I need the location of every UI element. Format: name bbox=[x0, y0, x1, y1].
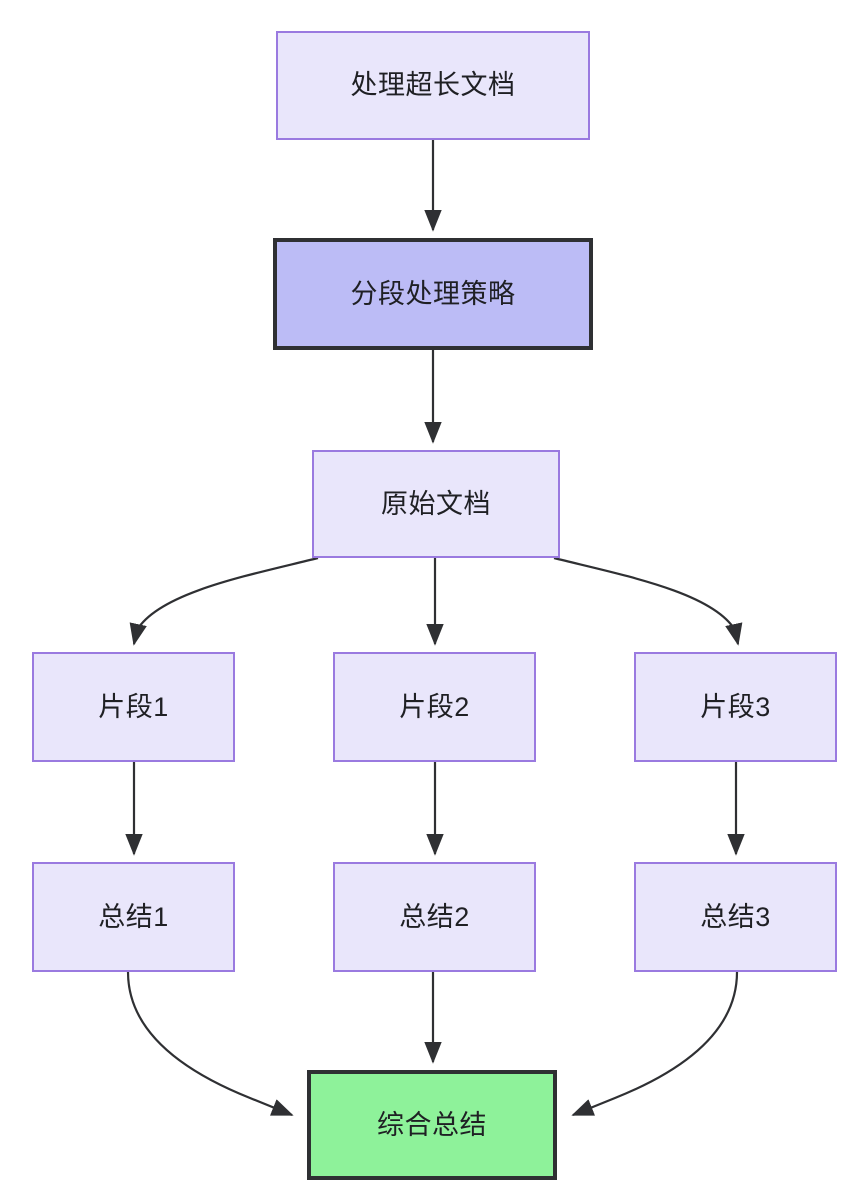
node-doc-task[interactable]: 处理超长文档 bbox=[276, 31, 590, 140]
node-summary2[interactable]: 总结2 bbox=[333, 862, 536, 972]
edge-summary1-to-final bbox=[126, 971, 294, 1117]
node-doc-task-label: 处理超长文档 bbox=[350, 70, 516, 101]
node-chunk3-label: 片段3 bbox=[700, 691, 771, 722]
node-chunk2-label: 片段2 bbox=[399, 691, 470, 722]
node-summary2-label: 总结2 bbox=[399, 901, 470, 932]
edge-source-doc-to-chunk1 bbox=[129, 556, 319, 646]
node-final[interactable]: 综合总结 bbox=[307, 1070, 557, 1180]
node-strategy-label: 分段处理策略 bbox=[350, 278, 516, 309]
node-chunk1[interactable]: 片段1 bbox=[32, 652, 235, 762]
node-summary1-label: 总结1 bbox=[98, 901, 169, 932]
node-chunk1-label: 片段1 bbox=[98, 691, 169, 722]
node-chunk3[interactable]: 片段3 bbox=[634, 652, 837, 762]
node-summary3[interactable]: 总结3 bbox=[634, 862, 837, 972]
node-final-label: 综合总结 bbox=[377, 1109, 487, 1140]
node-source-doc-label: 原始文档 bbox=[381, 488, 491, 519]
edge-source-doc-to-chunk3 bbox=[553, 556, 743, 646]
node-source-doc[interactable]: 原始文档 bbox=[312, 450, 560, 558]
node-summary1[interactable]: 总结1 bbox=[32, 862, 235, 972]
node-chunk2[interactable]: 片段2 bbox=[333, 652, 536, 762]
node-strategy[interactable]: 分段处理策略 bbox=[273, 238, 593, 350]
node-summary3-label: 总结3 bbox=[700, 901, 771, 932]
edge-summary3-to-final bbox=[571, 971, 739, 1117]
